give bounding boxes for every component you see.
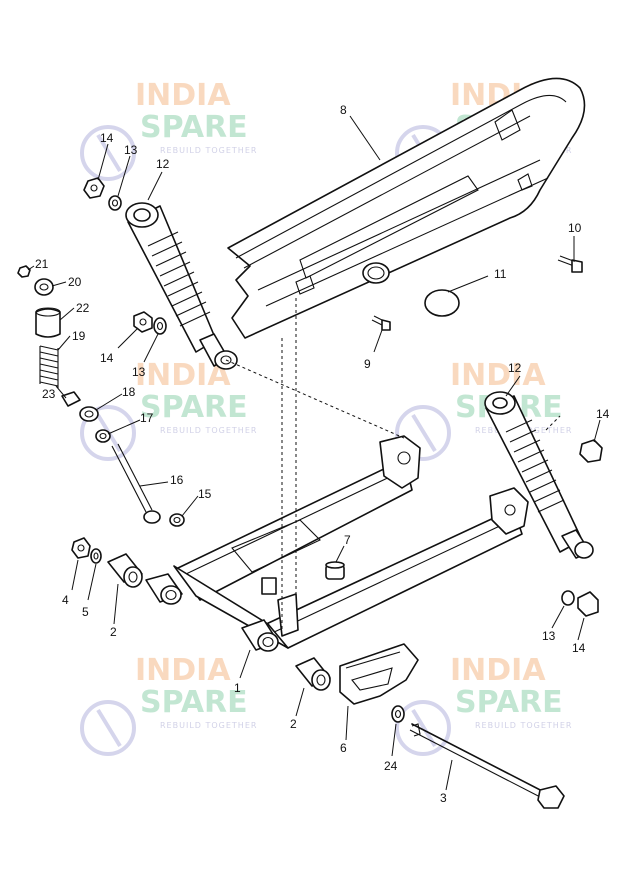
pin-16 (111, 443, 161, 524)
callout-15: 15 (198, 487, 212, 501)
spring-19 (39, 345, 59, 388)
callout-10: 10 (568, 221, 582, 235)
watermark-tagline: REBUILD TOGETHER (160, 146, 257, 155)
washer-24 (391, 705, 405, 723)
callout-23: 23 (42, 387, 56, 401)
right-shock-absorber (484, 391, 594, 559)
chain-guard (227, 77, 586, 339)
callout-6: 6 (340, 741, 347, 755)
callout-13-mid-left: 13 (132, 365, 146, 379)
cap-15 (169, 513, 185, 527)
callout-17: 17 (140, 411, 154, 425)
bracket-23 (61, 391, 81, 407)
washer-17 (95, 429, 111, 443)
washer-13-mid-left (153, 317, 167, 335)
watermark-top: INDIA SPARE REBUILD TOGETHER (80, 78, 257, 181)
watermark-india: INDIA (135, 653, 231, 688)
callout-8: 8 (340, 103, 347, 117)
callout-21: 21 (35, 257, 49, 271)
nut-14-right-upper (579, 439, 603, 463)
chain-guard-bolt-front (371, 315, 391, 331)
callout-12-left: 12 (156, 157, 170, 171)
callout-9: 9 (364, 357, 371, 371)
watermark-bottom-right: INDIA SPARE REBUILD TOGETHER (395, 653, 572, 756)
watermark-india: INDIA (135, 78, 231, 113)
nut-14-top-left (83, 177, 105, 199)
chain-guard-bolt-rear (557, 255, 583, 273)
chain-guard-grommet-hole (362, 262, 390, 284)
left-shock-absorber (125, 202, 238, 370)
bushing-2-right (295, 657, 331, 691)
watermark-india: INDIA (450, 358, 546, 393)
pivot-tube-right (241, 619, 279, 652)
ball-joint-20 (34, 278, 54, 296)
callout-1: 1 (234, 681, 241, 695)
watermark-tagline: REBUILD TOGETHER (475, 721, 572, 730)
bushing-2-left (107, 553, 143, 588)
callout-2-right: 2 (290, 717, 297, 731)
watermark-india: INDIA (450, 653, 546, 688)
callout-22: 22 (76, 301, 90, 315)
washer-13-top-left (108, 195, 122, 211)
rubber-stopper-7 (325, 561, 345, 580)
rubber-plug (424, 289, 460, 317)
wrench-logo-icon (80, 125, 136, 181)
callout-19: 19 (72, 329, 86, 343)
callout-14-mid-left: 14 (100, 351, 114, 365)
callout-14-right-lower: 14 (572, 641, 586, 655)
watermark-middle: INDIA SPARE REBUILD TOGETHER (80, 358, 257, 461)
nut-14-right-lower (577, 591, 599, 617)
callout-11: 11 (494, 267, 507, 281)
watermark-spare: SPARE (140, 110, 248, 145)
callout-2-left: 2 (110, 625, 117, 639)
callout-16: 16 (170, 473, 184, 487)
swing-arm (173, 435, 529, 649)
chain-slider-6 (339, 643, 419, 705)
callout-24: 24 (384, 759, 398, 773)
nut-14-mid-left (133, 311, 153, 333)
callout-13-right: 13 (542, 629, 556, 643)
rubber-boot-22 (35, 307, 61, 338)
watermark-spare: SPARE (140, 685, 248, 720)
callout-7: 7 (344, 533, 351, 547)
bushing-18 (79, 406, 99, 422)
washer-13-right (561, 590, 575, 606)
callout-12-right: 12 (508, 361, 522, 375)
watermark-tagline: REBUILD TOGETHER (160, 721, 257, 730)
watermark-spare: SPARE (140, 390, 248, 425)
callout-13-top-left: 13 (124, 143, 138, 157)
watermark-spare: SPARE (455, 685, 563, 720)
callout-20: 20 (68, 275, 82, 289)
callout-14-top-left: 14 (100, 131, 114, 145)
nut-21 (17, 265, 31, 278)
wrench-logo-icon (395, 405, 451, 461)
swing-arm-bracket (261, 577, 277, 595)
nut-4 (71, 537, 91, 559)
wrench-logo-icon (395, 700, 451, 756)
wrench-logo-icon (80, 700, 136, 756)
callout-5: 5 (82, 605, 89, 619)
watermark-middle-right: INDIA SPARE REBUILD TOGETHER (395, 358, 571, 461)
callout-3: 3 (440, 791, 447, 805)
callout-18: 18 (122, 385, 136, 399)
pivot-axle-bolt-3 (409, 723, 565, 809)
watermark-tagline: REBUILD TOGETHER (160, 426, 257, 435)
callout-14-right-upper: 14 (596, 407, 610, 421)
washer-5 (90, 548, 102, 564)
pivot-tube-left (145, 573, 183, 605)
watermark-bottom: INDIA SPARE REBUILD TOGETHER (80, 653, 257, 756)
callout-4: 4 (62, 593, 69, 607)
